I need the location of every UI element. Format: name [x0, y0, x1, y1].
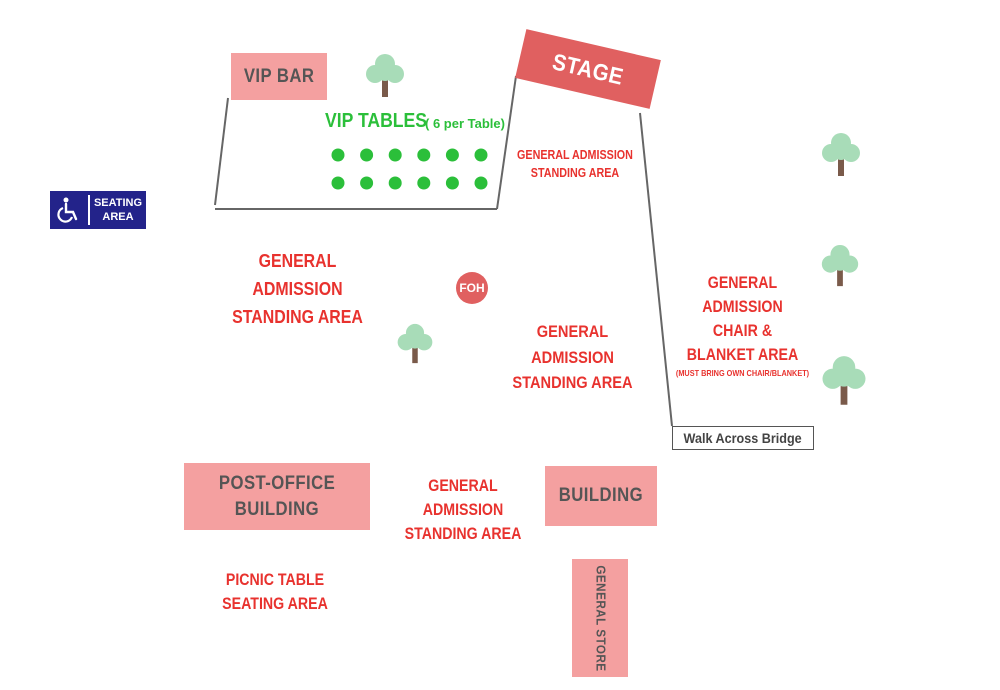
ga-chair-note: (MUST BRING OWN CHAIR/BLANKET) — [675, 367, 810, 378]
seating-label: SEATING — [93, 196, 143, 209]
ga-chair-line3: BLANKET AREA — [686, 345, 799, 364]
accessible-seating-sign: SEATING AREA — [50, 191, 146, 229]
vip-table-dot — [474, 176, 488, 190]
post-office-line2: BUILDING — [234, 498, 320, 520]
wheelchair-icon — [50, 191, 88, 229]
post-office-line1: POST-OFFICE — [218, 472, 336, 494]
general-store-label: GENERAL STORE — [593, 564, 609, 672]
building-label: BUILDING — [558, 485, 644, 507]
ga-south: GENERAL ADMISSION STANDING AREA — [390, 475, 536, 547]
tree-icon — [362, 53, 408, 104]
ga-near-stage-line2: STANDING AREA — [530, 166, 620, 181]
vip-table-dot — [388, 176, 402, 190]
foh-label: FOH — [459, 281, 485, 295]
ga-west-line1: GENERAL ADMISSION — [252, 250, 343, 299]
ga-chair-blanket: GENERAL ADMISSION CHAIR & BLANKET AREA (… — [672, 272, 814, 378]
walk-across-bridge-label: Walk Across Bridge — [683, 430, 803, 446]
area-label: AREA — [102, 211, 134, 223]
ga-center-line2: STANDING AREA — [512, 373, 633, 392]
vip-tables-note: ( 6 per Table) — [425, 116, 505, 131]
ga-near-stage: GENERAL ADMISSION STANDING AREA — [515, 146, 635, 182]
ga-south-line2: STANDING AREA — [404, 524, 522, 543]
tree-icon — [394, 323, 436, 370]
vip-tables-title: VIP TABLES( 6 per Table) — [325, 110, 505, 133]
ga-west-line2: STANDING AREA — [232, 305, 363, 327]
vip-table-dot — [417, 176, 431, 190]
ga-center: GENERAL ADMISSION STANDING AREA — [502, 319, 644, 396]
walk-across-bridge: Walk Across Bridge — [672, 426, 814, 450]
vip-table-dot — [360, 148, 374, 162]
post-office-building: POST-OFFICE BUILDING — [184, 463, 370, 530]
vip-table-dot — [360, 176, 374, 190]
ga-near-stage-line1: GENERAL ADMISSION — [517, 148, 633, 162]
ga-south-line1: GENERAL ADMISSION — [422, 477, 504, 519]
vip-bar-label: VIP BAR — [243, 65, 315, 87]
vip-bar: VIP BAR — [231, 53, 327, 100]
vip-table-dot — [331, 148, 345, 162]
vip-table-dot — [474, 148, 488, 162]
vip-table-dot — [388, 148, 402, 162]
general-store: GENERAL STORE — [572, 559, 628, 677]
picnic-seating-area: PICNIC TABLE SEATING AREA — [211, 569, 340, 617]
picnic-line2: SEATING AREA — [222, 594, 328, 613]
vip-table-dot — [445, 176, 459, 190]
vip-table-dot — [331, 176, 345, 190]
tree-icon — [818, 355, 870, 412]
tree-icon — [818, 132, 864, 183]
building: BUILDING — [545, 466, 657, 526]
tree-icon — [818, 244, 862, 293]
vip-table-dot — [417, 148, 431, 162]
ga-center-line1: GENERAL ADMISSION — [531, 322, 614, 367]
vip-table-dot — [445, 148, 459, 162]
foh-marker: FOH — [456, 272, 488, 304]
ga-west: GENERAL ADMISSION STANDING AREA — [218, 247, 377, 330]
vip-tables-label: VIP TABLES — [325, 110, 428, 132]
picnic-line1: PICNIC TABLE — [225, 571, 325, 589]
ga-chair-line1: GENERAL ADMISSION — [702, 274, 783, 316]
ga-chair-line2: CHAIR & — [712, 321, 773, 340]
